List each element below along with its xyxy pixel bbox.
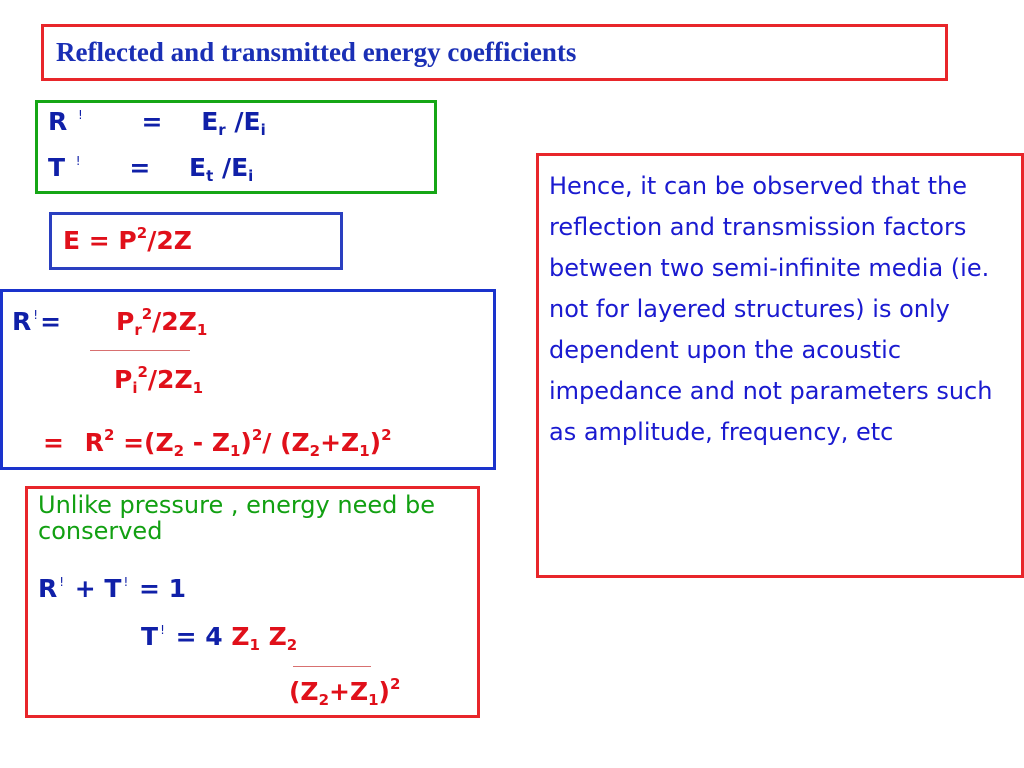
reflection-definition: R ! = Er /Ei [48, 107, 266, 138]
reflection-box: R!= Pr2/2Z1 Pi2/2Z1 = R2 =(Z2 - Z1)2/ (Z… [0, 289, 496, 470]
r-sup: 2 [103, 426, 115, 444]
sub-r: r [218, 121, 226, 139]
slide-title: Reflected and transmitted energy coeffic… [56, 37, 577, 67]
energy-box: E = P2/2Z [49, 212, 343, 270]
t-symbol: T [48, 153, 66, 182]
reflection-denominator: Pi2/2Z1 [114, 365, 203, 396]
equals-one: = 1 [130, 574, 187, 603]
energy-sum-equation: R! + T! = 1 [38, 576, 186, 601]
energy-rest: /2Z [147, 226, 192, 255]
r-mark: ! [59, 575, 65, 589]
slash-e: /E [234, 107, 261, 136]
num-rest-sub: 1 [196, 321, 208, 339]
energy-equation: E = P2/2Z [63, 226, 192, 255]
num-p: P [116, 307, 135, 336]
r-mark: ! [77, 108, 83, 122]
formula-part: ) [240, 428, 252, 457]
reflection-impedance-formula: = R2 =(Z2 - Z1)2/ (Z2+Z1)2 [43, 428, 392, 459]
formula-part: =(Z [123, 428, 174, 457]
transmission-denominator: (Z2+Z1)2 [289, 677, 400, 708]
formula-sup: 2 [381, 426, 392, 444]
sub-i: i [248, 167, 254, 185]
equals-sign: = [129, 153, 151, 182]
formula-sub: 2 [173, 442, 185, 460]
r-mark: ! [33, 308, 39, 322]
fraction-line [293, 666, 371, 667]
reflection-lhs: R!= [12, 309, 61, 334]
equals-sign: = [43, 428, 64, 457]
formula-sub: 1 [229, 442, 241, 460]
equals-sign: = [141, 107, 163, 136]
e-symbol: E [201, 107, 219, 136]
energy-lhs: E = P [63, 226, 137, 255]
conservation-box: Unlike pressure , energy need be conserv… [25, 486, 480, 718]
sub-i: i [260, 121, 266, 139]
t-symbol: T [141, 622, 159, 651]
z-sub: 2 [286, 636, 298, 654]
formula-part: ) [369, 428, 382, 457]
num-sub: r [134, 321, 142, 339]
energy-sup: 2 [136, 224, 148, 242]
reflection-numerator: Pr2/2Z1 [116, 307, 207, 338]
formula-part: +Z [320, 428, 360, 457]
den-sub: 1 [368, 691, 379, 709]
e-symbol: E [188, 153, 207, 182]
den-part: (Z [289, 677, 319, 706]
definitions-box: R ! = Er /Ei T ! = Et /Ei [35, 100, 437, 194]
observation-text: Hence, it can be observed that the refle… [549, 172, 993, 446]
formula-sub: 2 [309, 442, 321, 460]
t-mark: ! [75, 154, 81, 168]
z-symbol: Z [259, 622, 287, 651]
transmission-formula: T! = 4 Z1 Z2 [141, 622, 297, 653]
r-symbol: R [12, 307, 32, 336]
formula-sup: 2 [251, 426, 263, 444]
conservation-statement: Unlike pressure , energy need be conserv… [38, 491, 435, 545]
den-sub: 2 [318, 691, 329, 709]
equals-sign: = [40, 307, 62, 336]
r-symbol: R [38, 574, 58, 603]
r-symbol: R [84, 428, 104, 457]
transmission-definition: T ! = Et /Ei [48, 153, 253, 184]
num-rest: /2Z [152, 307, 197, 336]
den-sup: 2 [389, 675, 401, 693]
formula-part: - Z [184, 428, 230, 457]
z-sub: 1 [249, 636, 260, 654]
num-sup: 2 [141, 305, 153, 323]
fraction-line [90, 350, 190, 351]
den-rest: /2Z [147, 365, 193, 394]
formula-sub: 1 [359, 442, 370, 460]
slash-e: /E [221, 153, 249, 182]
plus-t: + T [66, 574, 122, 603]
r-symbol: R [48, 107, 68, 136]
observation-box: Hence, it can be observed that the refle… [536, 153, 1024, 578]
equals-four: = 4 [166, 622, 232, 651]
title-box: Reflected and transmitted energy coeffic… [41, 24, 948, 81]
den-part: +Z [329, 677, 369, 706]
t-mark: ! [123, 575, 129, 589]
formula-part: / (Z [262, 428, 310, 457]
den-sup: 2 [137, 363, 148, 381]
den-part: ) [378, 677, 390, 706]
den-p: P [114, 365, 133, 394]
t-mark: ! [160, 623, 165, 637]
z-symbol: Z [231, 622, 250, 651]
sub-t: t [206, 167, 214, 185]
den-rest-sub: 1 [192, 379, 204, 397]
den-sub: i [132, 379, 138, 397]
